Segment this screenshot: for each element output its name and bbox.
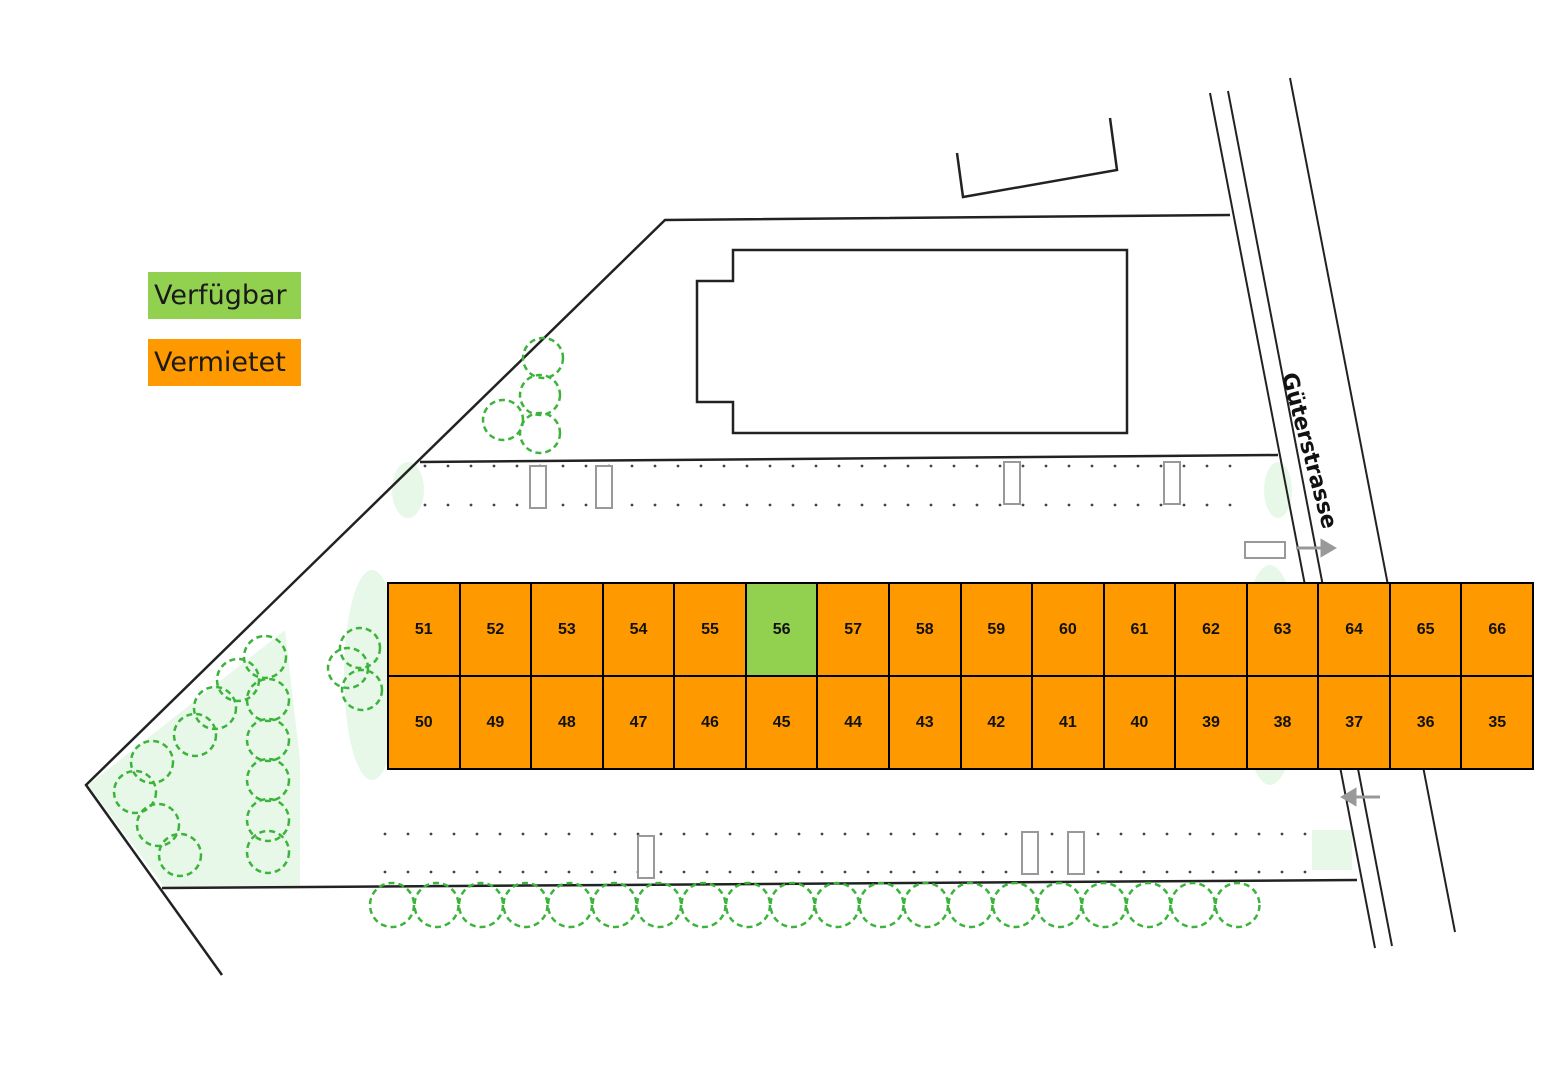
legend: Verfügbar Vermietet <box>148 272 301 386</box>
parking-space-44[interactable]: 44 <box>817 676 889 769</box>
parking-space-37[interactable]: 37 <box>1318 676 1390 769</box>
parking-space-48[interactable]: 48 <box>531 676 603 769</box>
parking-space-53[interactable]: 53 <box>531 583 603 676</box>
parking-space-65[interactable]: 65 <box>1389 583 1462 676</box>
parking-space-47[interactable]: 47 <box>602 676 675 769</box>
legend-rented: Vermietet <box>148 339 301 386</box>
parking-space-66[interactable]: 66 <box>1461 583 1533 676</box>
parking-space-49[interactable]: 49 <box>459 676 532 769</box>
parking-space-56[interactable]: 56 <box>745 583 818 676</box>
trees <box>112 336 1336 929</box>
parking-space-50[interactable]: 50 <box>388 676 460 769</box>
parking-space-40[interactable]: 40 <box>1103 676 1176 769</box>
building-outline <box>695 248 1129 435</box>
street-lines <box>1209 77 1456 949</box>
parking-space-46[interactable]: 46 <box>674 676 746 769</box>
parking-space-52[interactable]: 52 <box>459 583 532 676</box>
parking-space-64[interactable]: 64 <box>1318 583 1390 676</box>
parking-space-61[interactable]: 61 <box>1103 583 1176 676</box>
parking-space-39[interactable]: 39 <box>1175 676 1247 769</box>
parking-space-42[interactable]: 42 <box>960 676 1033 769</box>
parking-space-35[interactable]: 35 <box>1461 676 1533 769</box>
traffic-arrows <box>1296 538 1380 807</box>
parking-space-62[interactable]: 62 <box>1175 583 1247 676</box>
parking-space-59[interactable]: 59 <box>960 583 1033 676</box>
parking-space-57[interactable]: 57 <box>817 583 889 676</box>
parking-space-58[interactable]: 58 <box>888 583 961 676</box>
parking-space-36[interactable]: 36 <box>1389 676 1462 769</box>
benches <box>529 461 1286 879</box>
site-boundary <box>84 117 1358 976</box>
parking-space-63[interactable]: 63 <box>1246 583 1319 676</box>
parking-space-41[interactable]: 41 <box>1032 676 1104 769</box>
parking-space-45[interactable]: 45 <box>745 676 818 769</box>
parking-space-60[interactable]: 60 <box>1032 583 1104 676</box>
parking-space-38[interactable]: 38 <box>1246 676 1319 769</box>
parking-space-51[interactable]: 51 <box>388 583 460 676</box>
parking-space-54[interactable]: 54 <box>602 583 675 676</box>
parking-lines <box>419 453 1279 464</box>
parking-space-43[interactable]: 43 <box>888 676 961 769</box>
parking-space-55[interactable]: 55 <box>674 583 746 676</box>
legend-available: Verfügbar <box>148 272 301 319</box>
